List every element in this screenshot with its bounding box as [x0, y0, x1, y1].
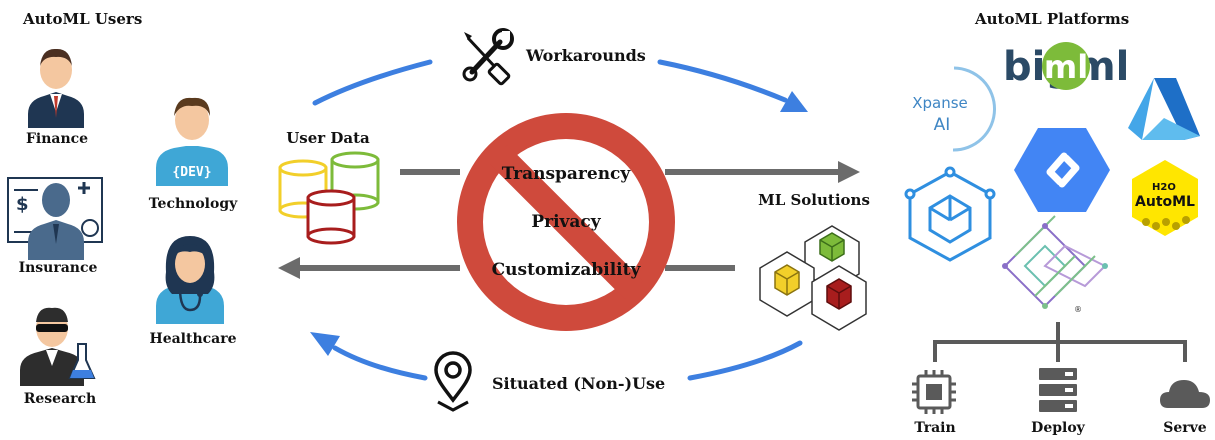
azure-ml-logo [1128, 78, 1200, 140]
svg-text:$: $ [16, 194, 29, 215]
h2o-automl-logo: H2O AutoML [1132, 160, 1198, 236]
platform-tree-connector [933, 322, 1187, 362]
bigml-logo: bigml ml [1003, 42, 1129, 90]
insurance-user-icon: $ [7, 177, 103, 260]
barrier-transparency: Transparency [502, 164, 632, 184]
platforms-title: AutoML Platforms [975, 10, 1130, 28]
svg-text:®: ® [1074, 305, 1082, 314]
research-user-icon [20, 307, 96, 386]
deploy-label: Deploy [1031, 420, 1085, 436]
location-pin-icon [430, 348, 476, 412]
barrier-privacy: Privacy [531, 212, 601, 232]
chip-icon [912, 370, 956, 414]
ml-solutions-cubes-icon [759, 225, 867, 331]
train-label: Train [914, 420, 956, 436]
user-data-label: User Data [286, 129, 370, 147]
data-to-solutions-arrow [400, 161, 860, 183]
workarounds-arrow [312, 59, 808, 112]
technology-label: Technology [148, 196, 238, 212]
svg-text:AI: AI [934, 115, 951, 135]
situated-use-label: Situated (Non-)Use [492, 374, 666, 393]
research-label: Research [23, 391, 97, 407]
dev-badge-label: {DEV} [172, 165, 211, 180]
barrier-customizability: Customizability [492, 260, 642, 280]
cube-outline-logo [904, 166, 996, 262]
database-cylinders-icon [278, 151, 380, 245]
situated-use-arrow [310, 332, 803, 381]
finance-user-icon [28, 48, 84, 128]
server-icon [1039, 368, 1077, 412]
ml-solutions-label: ML Solutions [758, 191, 870, 209]
technology-user-icon: {DEV} [156, 97, 228, 186]
svg-text:AutoML: AutoML [1135, 194, 1195, 210]
serve-label: Serve [1163, 420, 1207, 436]
google-automl-logo [1014, 128, 1110, 212]
solutions-to-users-arrow [278, 257, 735, 279]
cloud-icon [1160, 380, 1210, 408]
finance-label: Finance [25, 131, 89, 147]
lattice-logo: ® [1002, 215, 1108, 314]
users-title: AutoML Users [23, 10, 143, 28]
healthcare-label: Healthcare [149, 331, 237, 347]
tools-icon [458, 26, 518, 86]
insurance-label: Insurance [18, 260, 98, 276]
workarounds-label: Workarounds [526, 46, 646, 65]
xpanse-ai-logo: Xpanse AI [912, 66, 996, 152]
svg-text:Xpanse: Xpanse [912, 94, 968, 112]
healthcare-user-icon [156, 236, 224, 324]
prohibition-sign [457, 113, 675, 331]
svg-text:ml: ml [1044, 48, 1088, 86]
svg-text:H2O: H2O [1152, 182, 1176, 193]
